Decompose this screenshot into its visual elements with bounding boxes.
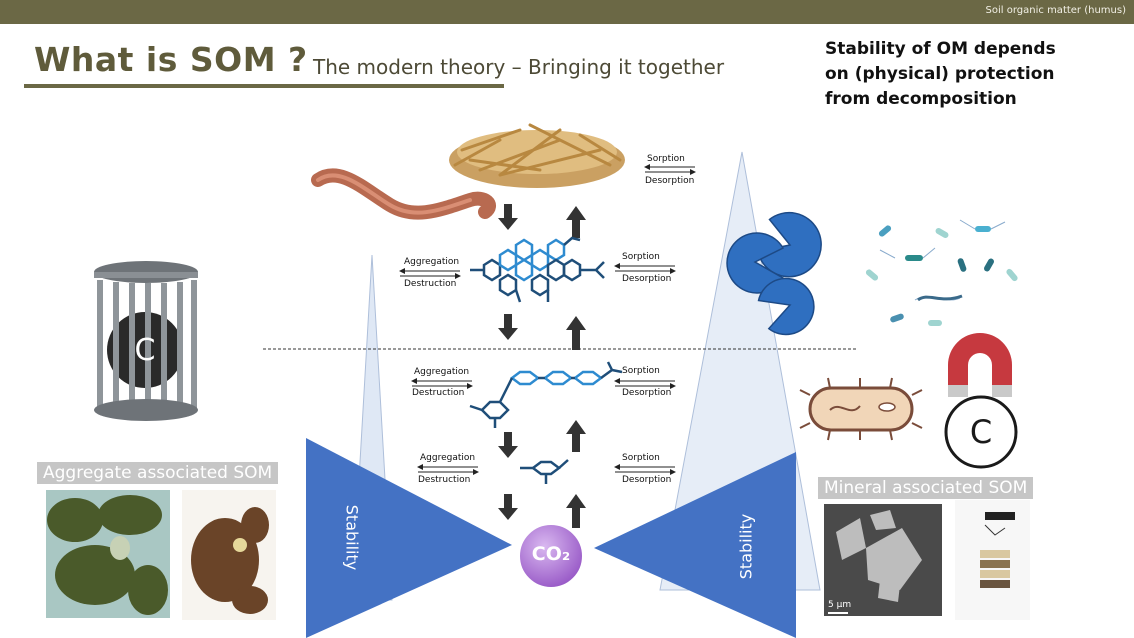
stability-label-left: Stability	[342, 504, 362, 571]
magnet-icon	[948, 333, 1012, 397]
stability-label-right: Stability	[736, 513, 756, 580]
section-label: Soil organic matter (humus)	[985, 5, 1126, 16]
co2-icon	[518, 523, 584, 589]
litter-icon	[449, 123, 625, 188]
mineral-carbon-icon	[944, 395, 1018, 469]
stability-triangle-left	[306, 438, 512, 638]
enzyme-pacman-icon	[726, 211, 822, 336]
litter-sorption-label: Sorption	[647, 154, 685, 164]
co2-label: CO₂	[531, 543, 571, 565]
level2-aggregation-label: Aggregation	[414, 367, 470, 377]
level3-aggregation-label: Aggregation	[420, 453, 476, 463]
mineral-caption: Mineral associated SOM	[818, 477, 1034, 499]
molecule-large-icon	[470, 236, 605, 303]
litter-desorption-label: Desorption	[645, 176, 695, 186]
stability-triangle-right	[594, 452, 796, 638]
level2-destruction-label: Destruction	[412, 388, 465, 398]
mineral-carbon-symbol: C	[969, 413, 993, 451]
level3-desorption-label: Desorption	[622, 475, 672, 485]
caged-carbon-icon	[94, 261, 198, 421]
page-subtitle: The modern theory – Bringing it together	[313, 55, 725, 79]
molecule-small-icon	[520, 459, 569, 484]
stability-note: Stability of OM depends on (physical) pr…	[825, 39, 1056, 109]
header-bar: Soil organic matter (humus)	[0, 0, 1134, 24]
level1-sorption-label: Sorption	[622, 252, 660, 262]
level2-desorption-label: Desorption	[622, 388, 672, 398]
level2-sorption-label: Sorption	[622, 366, 660, 376]
level1-aggregation-label: Aggregation	[404, 257, 460, 267]
caged-carbon-symbol: C	[134, 333, 156, 368]
molecule-medium-icon	[469, 361, 623, 428]
level1-destruction-label: Destruction	[404, 279, 457, 289]
page-title: What is SOM ?	[34, 40, 308, 79]
microbes-icon	[865, 219, 1018, 326]
level3-destruction-label: Destruction	[418, 475, 471, 485]
scale-bar-label: 5 µm	[828, 600, 852, 610]
level1-desorption-label: Desorption	[622, 274, 672, 284]
title-underline	[24, 84, 504, 88]
level3-sorption-label: Sorption	[622, 453, 660, 463]
bacterium-icon	[799, 377, 923, 441]
aggregate-caption: Aggregate associated SOM	[37, 462, 279, 484]
flow-arrows	[498, 204, 586, 528]
worm-icon	[311, 168, 496, 220]
